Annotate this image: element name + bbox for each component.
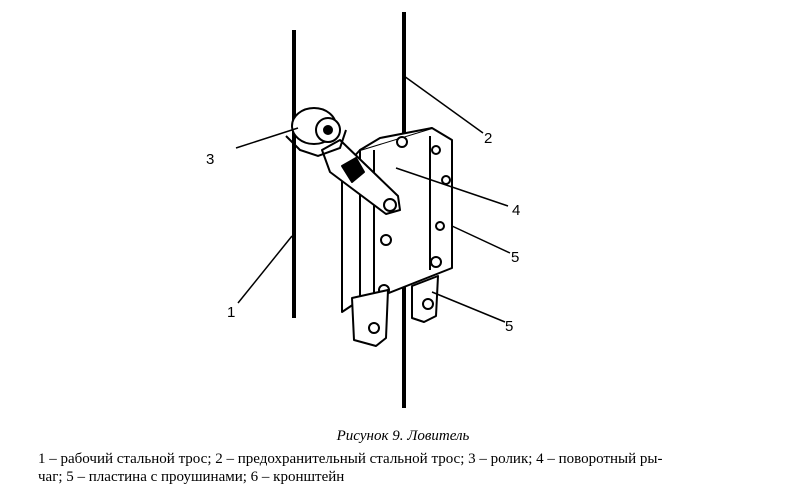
- label-5-bracket: 5: [505, 318, 513, 335]
- legend-line: 1 – рабочий стальной трос; 2 – предохран…: [38, 451, 663, 467]
- catcher-body: [341, 127, 453, 313]
- figure-caption: Рисунок 9. Ловитель: [336, 428, 470, 444]
- label-2: 2: [484, 130, 492, 147]
- leader-lines: [235, 75, 511, 323]
- catcher-diagram: 1 2 3 4 5 5: [206, 12, 520, 408]
- legend-line: чаг; 5 – пластина с проушинами; 6 – крон…: [38, 469, 345, 485]
- label-4: 4: [512, 202, 520, 219]
- plate-bolts: [378, 136, 451, 296]
- swivel-lever: [321, 139, 401, 215]
- roller: [285, 107, 347, 158]
- figure-legend: 1 – рабочий стальной трос; 2 – предохран…: [38, 450, 788, 486]
- label-1: 1: [227, 304, 235, 321]
- label-5-plate: 5: [511, 249, 519, 266]
- eye-plates: [351, 275, 439, 347]
- label-3: 3: [206, 151, 214, 168]
